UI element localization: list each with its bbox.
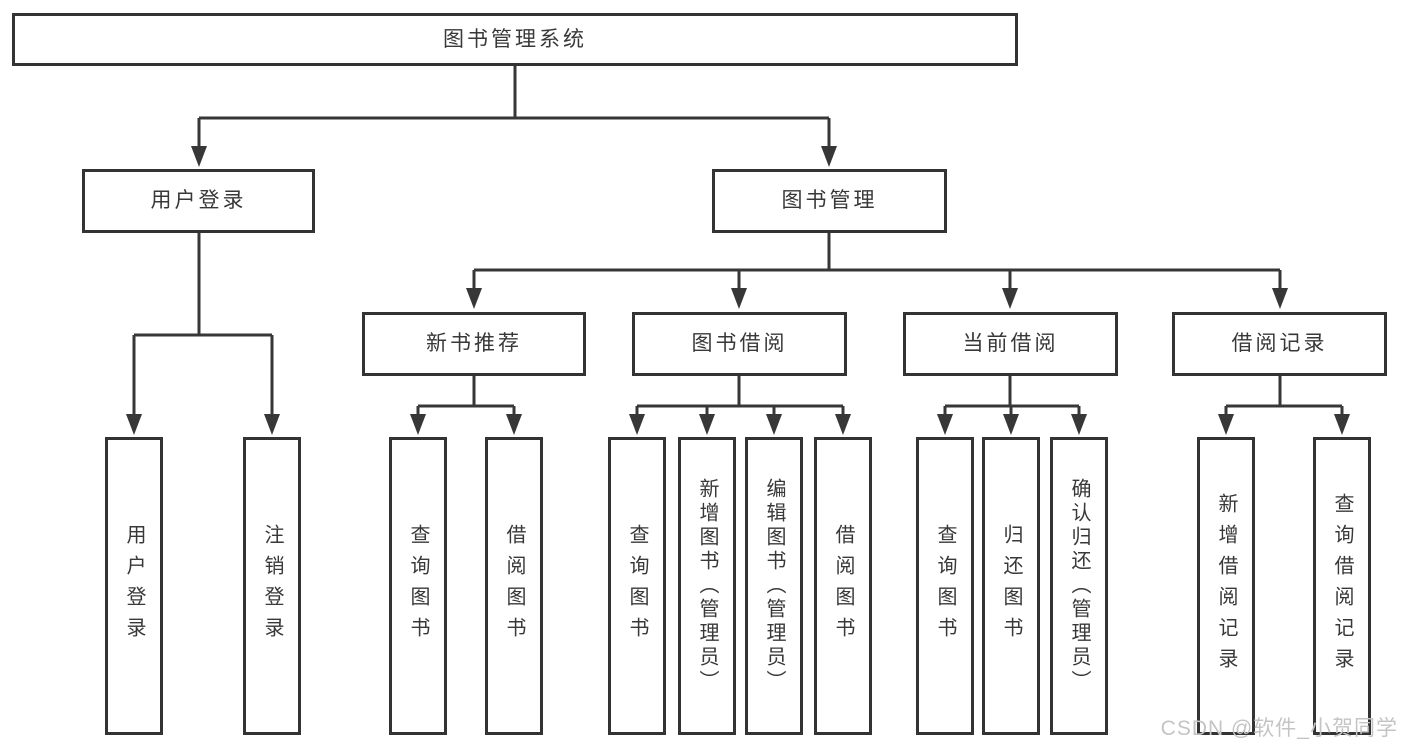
arrow-down-icon [1334, 414, 1350, 435]
node-label: 新增图书（管理员） [696, 478, 718, 694]
node-leaf-edit-books-admin: 编辑图书（管理员） [745, 437, 803, 735]
arrow-down-icon [629, 414, 645, 435]
arrow-down-icon [937, 414, 953, 435]
arrow-down-icon [699, 414, 715, 435]
node-label: 新书推荐 [426, 332, 522, 356]
node-leaf-add-books-admin: 新增图书（管理员） [678, 437, 736, 735]
node-borrowing-records: 借阅记录 [1172, 312, 1387, 376]
node-label: 借阅记录 [1231, 332, 1328, 356]
node-leaf-borrow-books-recommend: 借阅图书 [485, 437, 543, 735]
node-leaf-query-borrow-record: 查询借阅记录 [1313, 437, 1371, 735]
csdn-watermark: CSDN @软件_小贺同学 [1160, 717, 1398, 740]
arrow-down-icon [835, 414, 851, 435]
node-label: 图书管理 [781, 189, 878, 213]
arrow-down-icon [191, 146, 207, 167]
node-book-borrowing: 图书借阅 [632, 312, 847, 376]
node-leaf-borrow-books: 借阅图书 [814, 437, 872, 735]
node-label: 借阅图书 [503, 524, 525, 648]
node-label: 借阅图书 [832, 524, 854, 648]
arrow-down-icon [506, 414, 522, 435]
node-label: 注销登录 [261, 524, 283, 648]
node-label: 查询图书 [626, 524, 648, 648]
node-label: 查询图书 [934, 524, 956, 648]
node-library-management-system: 图书管理系统 [12, 13, 1018, 66]
arrow-down-icon [410, 414, 426, 435]
node-label: 图书借阅 [691, 332, 788, 356]
node-leaf-return-books: 归还图书 [982, 437, 1040, 735]
node-label: 当前借阅 [962, 332, 1059, 356]
node-leaf-confirm-return-admin: 确认归还（管理员） [1050, 437, 1108, 735]
node-leaf-query-books-borrowing: 查询图书 [608, 437, 666, 735]
node-current-borrowing: 当前借阅 [903, 312, 1118, 376]
arrow-down-icon [126, 414, 142, 435]
node-user-login: 用户登录 [82, 169, 315, 233]
arrow-down-icons [126, 146, 1350, 435]
node-label: 图书管理系统 [443, 27, 587, 51]
node-label: 查询图书 [407, 524, 429, 648]
node-label: 用户登录 [123, 524, 145, 648]
arrow-down-icon [1071, 414, 1087, 435]
node-label: 归还图书 [1000, 524, 1022, 648]
node-new-book-recommendation: 新书推荐 [362, 312, 586, 376]
arrow-down-icon [766, 414, 782, 435]
node-leaf-query-books-current: 查询图书 [916, 437, 974, 735]
connector-group [132, 66, 1344, 418]
arrow-down-icon [1002, 288, 1018, 309]
node-leaf-user-login: 用户登录 [105, 437, 163, 735]
arrow-down-icon [1003, 414, 1019, 435]
arrow-down-icon [731, 288, 747, 309]
arrow-down-icon [821, 146, 837, 167]
node-leaf-logout: 注销登录 [243, 437, 301, 735]
node-book-management: 图书管理 [712, 169, 947, 233]
arrow-down-icon [1218, 414, 1234, 435]
node-leaf-add-borrow-record: 新增借阅记录 [1197, 437, 1255, 735]
node-label: 确认归还（管理员） [1068, 478, 1090, 694]
arrow-down-icon [1272, 288, 1288, 309]
node-label: 新增借阅记录 [1215, 493, 1237, 679]
node-leaf-query-books-recommend: 查询图书 [389, 437, 447, 735]
arrow-down-icon [466, 288, 482, 309]
node-label: 用户登录 [150, 189, 247, 213]
node-label: 编辑图书（管理员） [763, 478, 785, 694]
node-label: 查询借阅记录 [1331, 493, 1353, 679]
arrow-down-icon [264, 414, 280, 435]
